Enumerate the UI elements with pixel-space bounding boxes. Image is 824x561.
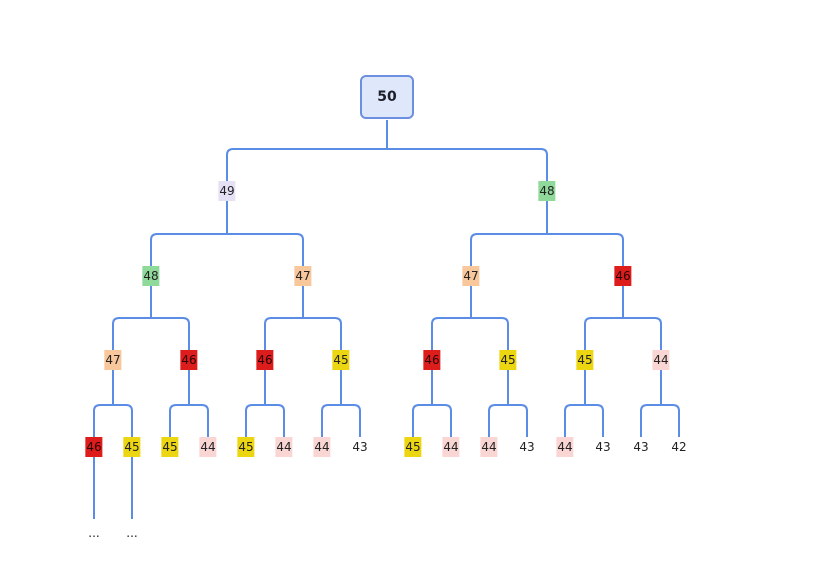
- tree-node-47: 47: [462, 266, 480, 286]
- tree-node-49: 49: [218, 181, 236, 201]
- tree-node-46: 46: [85, 437, 103, 457]
- root-node-50: 50: [360, 75, 414, 119]
- tree-node-44: 44: [275, 437, 293, 457]
- tree-node-43: 43: [595, 440, 611, 454]
- tree-node-46: 46: [423, 350, 441, 370]
- tree-node-43: 43: [633, 440, 649, 454]
- tree-node-46: 46: [180, 350, 198, 370]
- tree-node-45: 45: [404, 437, 422, 457]
- root-node-label: 50: [377, 89, 397, 105]
- tree-node-45: 45: [161, 437, 179, 457]
- ellipsis-continuation: ...: [126, 526, 138, 540]
- tree-node-48: 48: [142, 266, 160, 286]
- tree-node-44: 44: [442, 437, 460, 457]
- ellipsis-continuation: ...: [88, 526, 100, 540]
- tree-node-42: 42: [671, 440, 687, 454]
- tree-node-45: 45: [123, 437, 141, 457]
- tree-node-44: 44: [480, 437, 498, 457]
- tree-node-45: 45: [576, 350, 594, 370]
- tree-node-44: 44: [652, 350, 670, 370]
- tree-node-43: 43: [352, 440, 368, 454]
- tree-node-47: 47: [104, 350, 122, 370]
- tree-node-44: 44: [556, 437, 574, 457]
- tree-node-44: 44: [199, 437, 217, 457]
- tree-node-45: 45: [499, 350, 517, 370]
- tree-node-45: 45: [332, 350, 350, 370]
- tree-node-44: 44: [313, 437, 331, 457]
- tree-node-47: 47: [294, 266, 312, 286]
- tree-node-46: 46: [256, 350, 274, 370]
- tree-node-45: 45: [237, 437, 255, 457]
- tree-node-48: 48: [538, 181, 556, 201]
- tree-node-43: 43: [519, 440, 535, 454]
- tree-node-46: 46: [614, 266, 632, 286]
